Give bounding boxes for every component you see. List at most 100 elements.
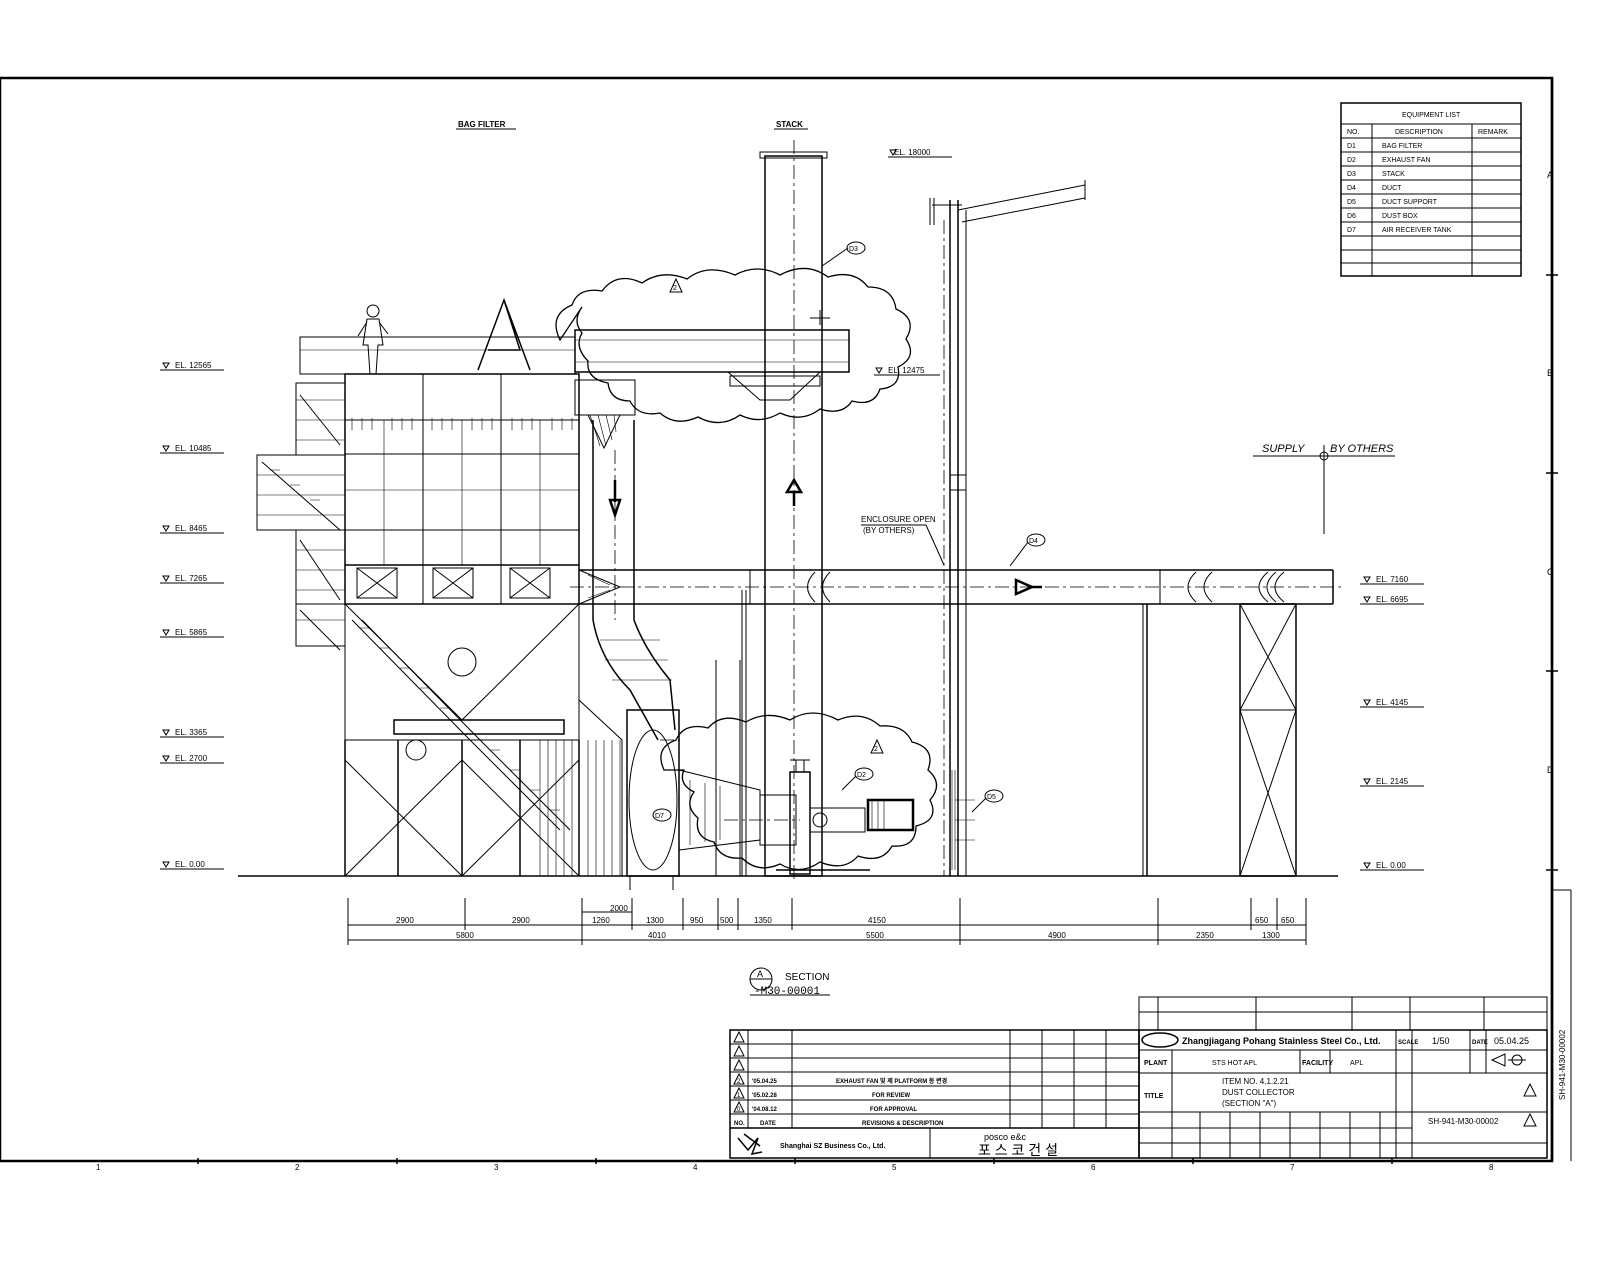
equipment-desc: DUCT [1382, 185, 1402, 192]
elevation-label: EL. 6695 [1376, 595, 1409, 604]
elevation-label: EL. 10485 [175, 444, 212, 453]
zone-label-2: 2 [295, 1163, 300, 1172]
el-18000-label: EL. 18000 [894, 148, 931, 157]
elevation-marker: EL. 2145 [1360, 777, 1424, 787]
elevation-marker: EL. 8465 [160, 524, 224, 534]
elevation-label: EL. 5865 [175, 628, 208, 637]
section-mark: A SECTION -M30-00001 [749, 967, 830, 998]
enclosure-label: ENCLOSURE OPEN [861, 515, 936, 524]
section-reference: -M30-00001 [754, 986, 820, 998]
callout-d5: D5 [971, 789, 1004, 813]
dim-value: 1300 [1262, 931, 1280, 940]
dim-value: 1300 [646, 916, 664, 925]
dim-value: 1260 [592, 916, 610, 925]
worker-figure [357, 304, 389, 375]
stack-structure [759, 140, 828, 880]
equipment-no: D5 [1347, 199, 1356, 206]
scale-label: SCALE [1398, 1040, 1418, 1046]
zone-label-c: C [1547, 567, 1554, 577]
company-name: Zhangjiagang Pohang Stainless Steel Co.,… [1182, 1036, 1381, 1046]
vertical-drawing-number: SH-941-M30-00002 [1558, 1029, 1567, 1100]
drawing-title-line-1: ITEM NO. 4.1.2.21 [1222, 1077, 1289, 1086]
revision-mark: 0 [737, 1107, 741, 1113]
elevation-label: EL. 2145 [1376, 777, 1409, 786]
elevation-label: EL. 4145 [1376, 698, 1409, 707]
zone-label-5: 5 [892, 1163, 897, 1172]
elevation-marker: EL. 2700 [160, 754, 224, 764]
equipment-list-table: EQUIPMENT LIST NO. DESCRIPTION REMARK D1… [1340, 102, 1522, 277]
revision-description-header: REVISIONS & DESCRIPTION [862, 1121, 943, 1127]
zone-label-7: 7 [1290, 1163, 1295, 1172]
revision-mark: 1 [737, 1093, 741, 1099]
equipment-desc: AIR RECEIVER TANK [1382, 227, 1452, 234]
elevation-label: EL. 7265 [175, 574, 208, 583]
date-value: 05.04.25 [1494, 1036, 1529, 1046]
zone-label-b: B [1547, 368, 1553, 378]
bag-filter-structure [299, 297, 623, 877]
dim-value: 2900 [512, 916, 530, 925]
right-zone-ticks [1546, 274, 1558, 871]
revision-no-header: NO. [734, 1121, 745, 1127]
dim-value: 2350 [1196, 931, 1214, 940]
projection-symbol-icon [1490, 1053, 1526, 1067]
company-logo-icon [1141, 1032, 1179, 1048]
equipment-header-remark: REMARK [1478, 129, 1508, 136]
top-outlet-duct [574, 310, 850, 450]
revision-date: '05.02.28 [752, 1093, 777, 1099]
equipment-list-title: EQUIPMENT LIST [1402, 112, 1461, 119]
dim-value: 500 [720, 916, 734, 925]
elevation-marker: EL. 12565 [160, 361, 224, 371]
facility-value: APL [1350, 1060, 1363, 1067]
revision-description: FOR REVIEW [872, 1093, 910, 1099]
callout-text: D5 [987, 794, 996, 801]
date-label: DATE [1472, 1040, 1488, 1046]
section-word: SECTION [785, 972, 829, 983]
facility-label: FACILITY [1302, 1060, 1333, 1067]
equipment-no: D4 [1347, 185, 1356, 192]
scale-value: 1/50 [1432, 1036, 1450, 1046]
callout-d4: D4 [1009, 533, 1046, 567]
callout-text: D2 [857, 772, 866, 779]
dim-value: 2900 [396, 916, 414, 925]
equipment-no: D6 [1347, 213, 1356, 220]
posco-korean-logo: 포 스 코 건 설 [978, 1142, 1058, 1158]
equipment-header-description: DESCRIPTION [1395, 129, 1443, 136]
exhaust-fan-assembly [626, 660, 915, 890]
elevation-marker: EL. 3365 [160, 728, 224, 738]
dim-value: 5500 [866, 931, 884, 940]
revision-description: FOR APPROVAL [870, 1107, 917, 1113]
equipment-no: D1 [1347, 143, 1356, 150]
elevation-label: EL. 2700 [175, 754, 208, 763]
contractor-name: Shanghai SZ Business Co., Ltd. [780, 1143, 885, 1150]
posco-small-logo: posco e&c [984, 1132, 1027, 1142]
equipment-desc: STACK [1382, 171, 1405, 178]
callout-d7: D7 [652, 808, 672, 822]
duct-supports [741, 590, 1297, 877]
drawing-title-line-3: (SECTION "A") [1222, 1099, 1276, 1108]
callout-d3: D3 [821, 241, 866, 267]
dim-value: 4900 [1048, 931, 1066, 940]
bottom-zone-ticks [0, 1158, 1552, 1164]
revision-mark: 2 [737, 1079, 741, 1085]
dim-value: 5800 [456, 931, 474, 940]
elevation-label: EL. 0.00 [175, 860, 205, 869]
equipment-desc: BAG FILTER [1382, 143, 1422, 150]
elevation-label: EL. 0.00 [1376, 861, 1406, 870]
equipment-desc: EXHAUST FAN [1382, 157, 1431, 164]
revision-date: '04.08.12 [752, 1107, 777, 1113]
enclosure-label-2: (BY OTHERS) [863, 526, 915, 535]
revision-description: EXHAUST FAN 및 제 PLATFORM 등 변경 [836, 1077, 947, 1085]
dim-value: 650 [1281, 916, 1295, 925]
zone-label-3: 3 [494, 1163, 499, 1172]
equipment-desc: DUST BOX [1382, 213, 1418, 220]
elevation-marker: EL. 7160 [1360, 575, 1424, 585]
callout-balloons: D3 D4 D2 D5 D7 [652, 241, 1046, 822]
zone-label-4: 4 [693, 1163, 698, 1172]
zone-label-8: 8 [1489, 1163, 1494, 1172]
top-labels: BAG FILTER STACK EL. 18000 EL. 12475 [456, 120, 952, 376]
dim-value: 950 [690, 916, 704, 925]
by-others-label: BY OTHERS [1330, 443, 1394, 455]
left-stair-tower [256, 382, 346, 651]
zone-label-d: D [1547, 765, 1554, 775]
